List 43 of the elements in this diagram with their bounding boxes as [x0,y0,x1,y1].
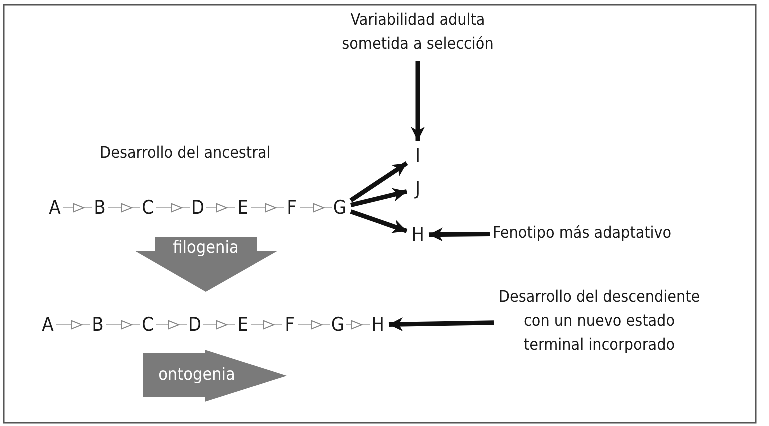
stage-letter: G [331,313,345,337]
annotation-text: Fenotipo más adaptativo [493,222,672,244]
stage-letter: E [238,313,248,337]
stage-letter: B [94,196,106,220]
stage-letter: E [238,196,248,220]
stage-letter: G [333,196,347,220]
small-arrowhead [62,204,92,212]
arrow [411,61,425,141]
small-arrowhead [108,204,140,212]
arrow [388,318,494,332]
small-arrowhead [106,320,140,330]
small-arrowhead [206,204,236,212]
arrow [350,161,408,203]
arrow [350,210,408,234]
small-arrowhead [250,320,282,330]
small-arrowhead [300,204,332,212]
stage-letter: F [287,196,297,220]
stage-letter: D [188,313,202,337]
arrow-label: ontogenia [158,364,236,386]
stage-letter: C [142,196,154,220]
stage-letter: J [415,177,421,201]
arrow [350,188,408,208]
small-arrowhead [56,320,90,330]
row-heading: Desarrollo del ancestral [100,143,271,162]
small-arrowhead [202,320,236,330]
stage-letter: H [372,313,384,337]
small-arrowhead [346,320,370,330]
arrow [428,228,490,242]
small-arrowhead [156,204,190,212]
stage-letter: I [415,144,421,168]
stage-letter: B [92,313,104,337]
stage-letter: D [191,196,205,220]
stage-letter: F [285,313,295,337]
small-arrowhead [156,320,188,330]
annotation-text: Variabilidad adulta sometida a selección [341,9,495,55]
stage-letter: H [412,223,424,247]
stage-letter: C [142,313,154,337]
annotation-text: Desarrollo del descendiente con un nuevo estado terminal incorporado [498,286,702,356]
small-arrowhead [298,320,330,330]
stage-letter: A [42,313,54,337]
small-arrowhead [250,204,284,212]
arrow-label: filogenia [172,237,240,259]
stage-letter: A [49,196,61,220]
